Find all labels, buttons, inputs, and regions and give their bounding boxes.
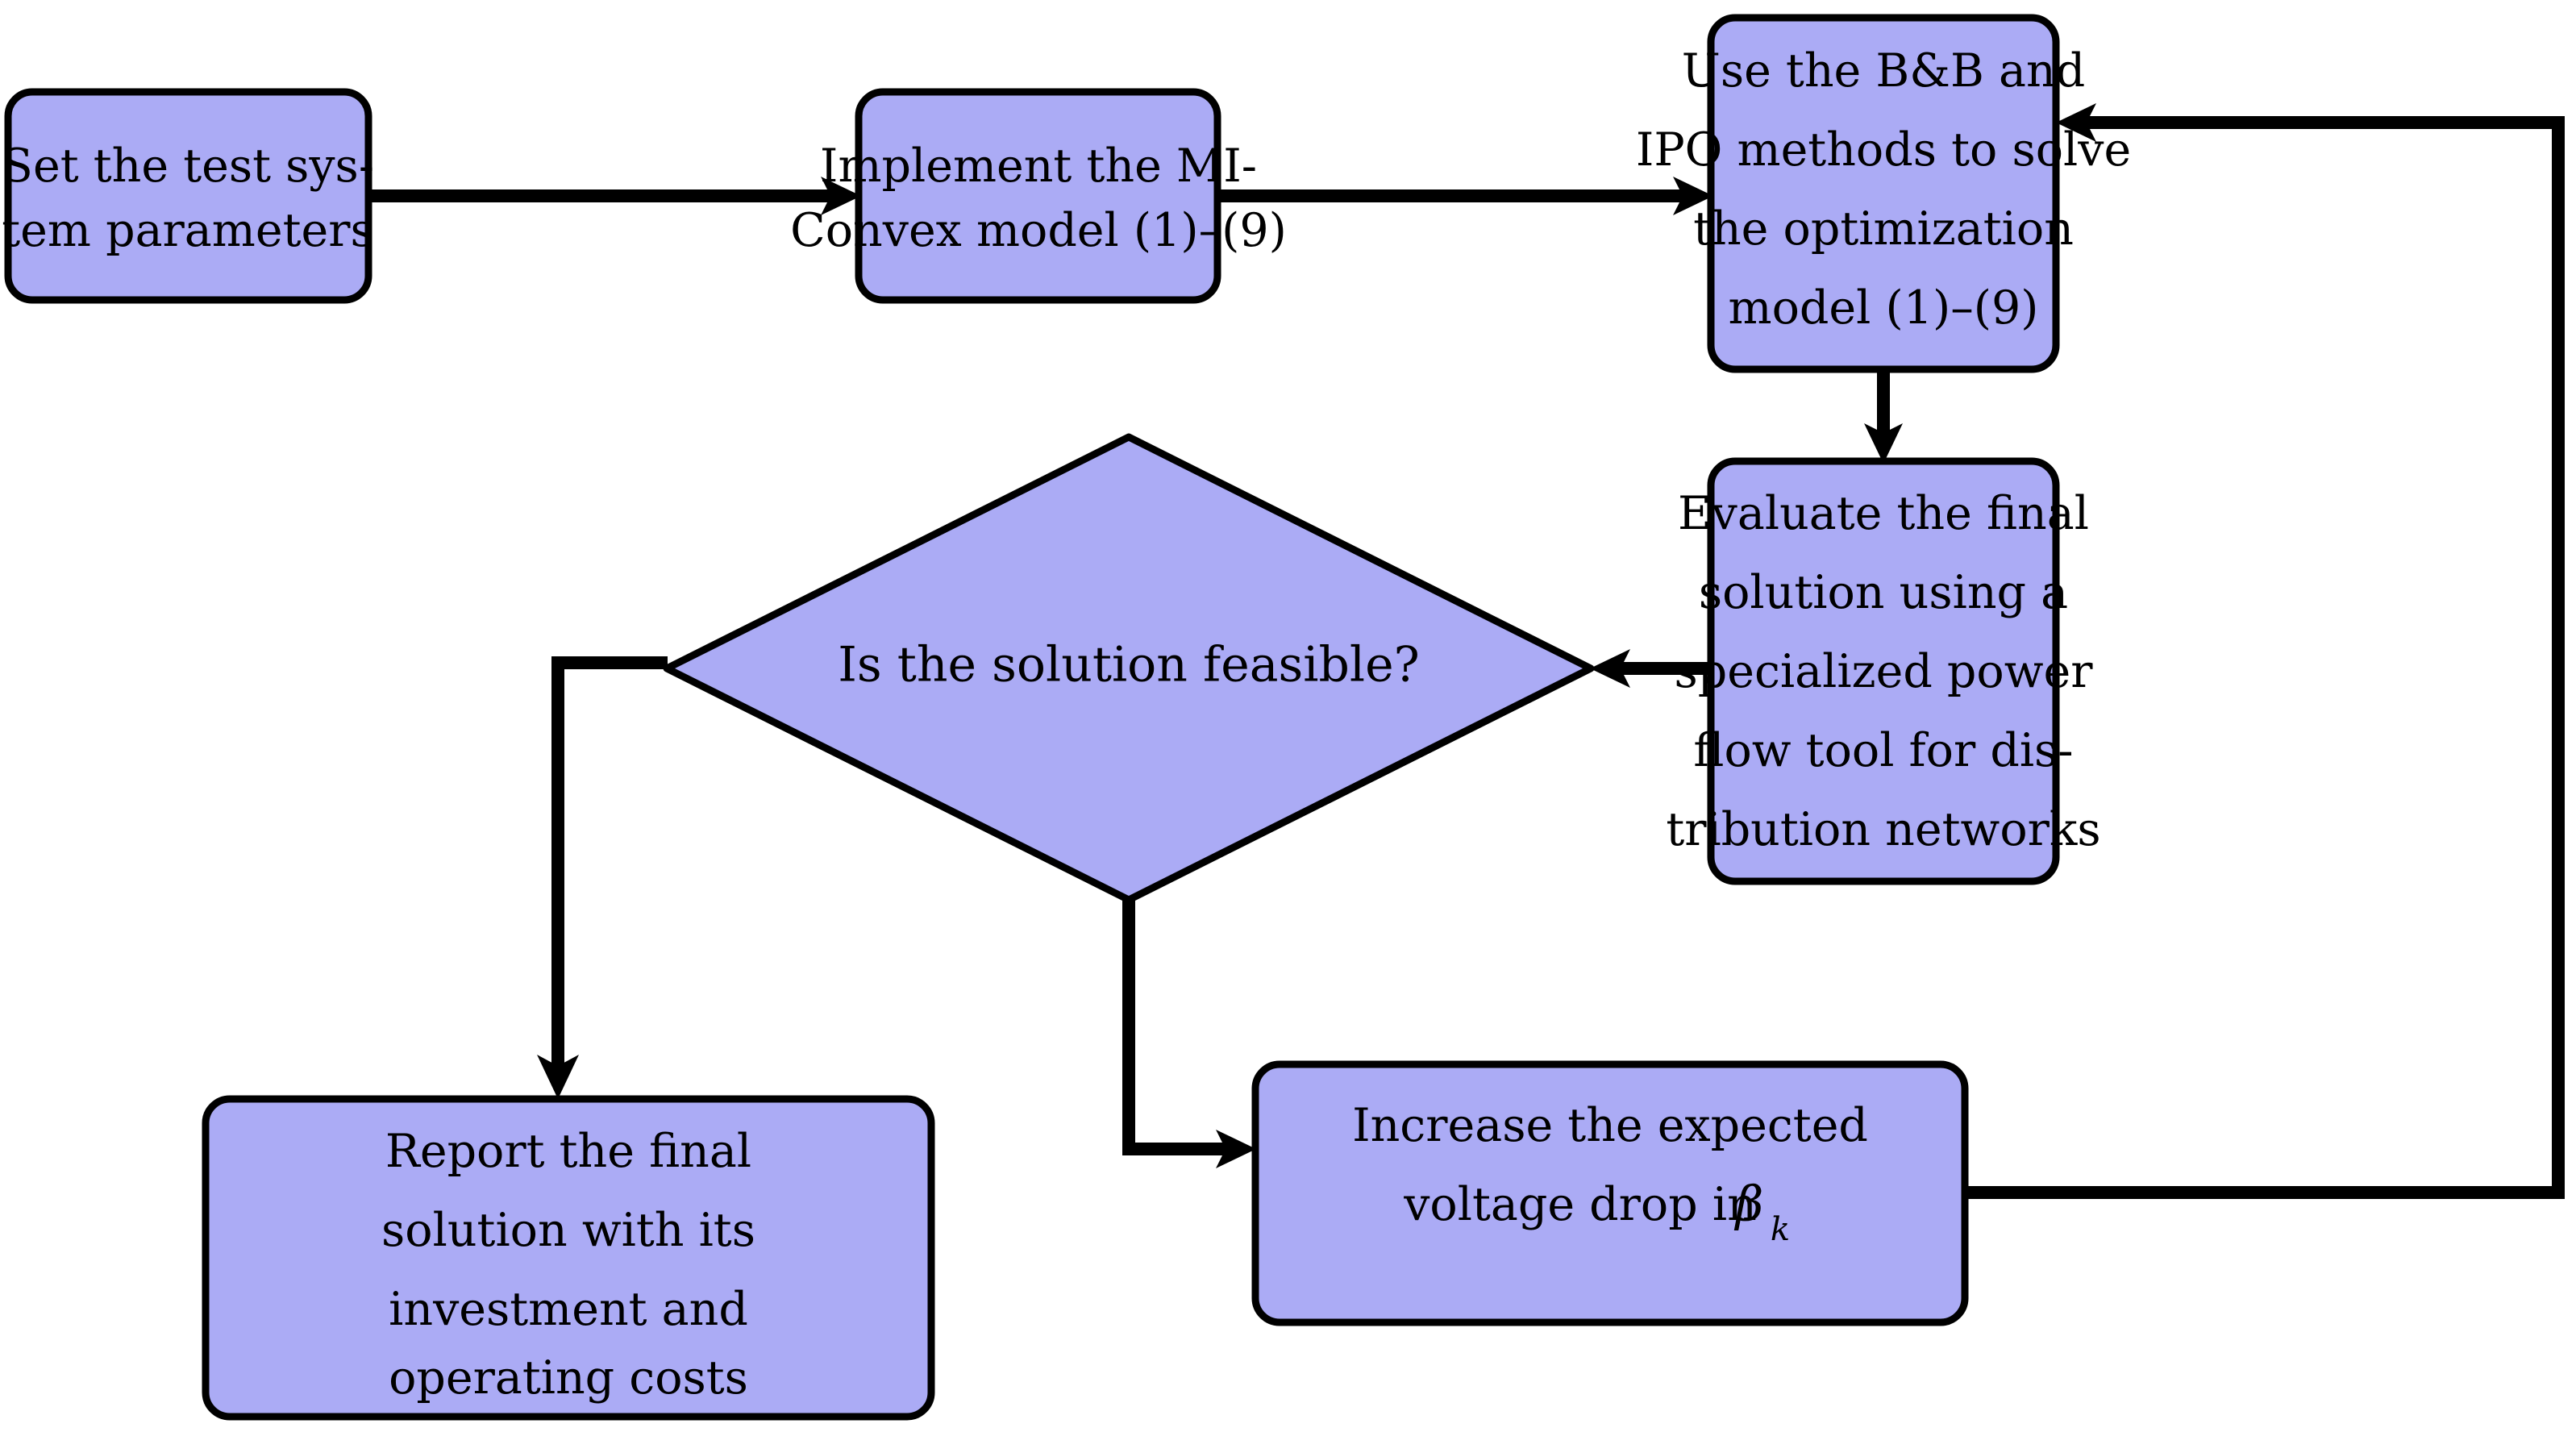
node-report-solution[interactable]: Report the final solution with its inves… [202, 1095, 935, 1421]
node-implement-model-line-1: Implement the MI- [820, 139, 1257, 193]
node-increase-voltage-drop[interactable]: Increase the expected voltage drop in β … [1251, 1060, 1969, 1326]
edge-evaluate-to-decision [1590, 649, 1711, 688]
node-evaluate-solution[interactable]: Evaluate the final solution using a spec… [1666, 457, 2101, 885]
node-evaluate-solution-line-1: Evaluate the final [1678, 487, 2089, 540]
node-solve-model-line-2: IPO methods to solve [1636, 123, 2131, 177]
node-increase-voltage-drop-line-1: Increase the expected [1352, 1099, 1868, 1152]
node-report-solution-line-1: Report the final [385, 1125, 751, 1178]
node-set-parameters-line-1: Set the test sys- [2, 139, 374, 193]
edge-decision-to-increase [1122, 895, 1256, 1168]
node-solve-model-line-3: the optimization [1693, 202, 2074, 256]
node-report-solution-line-2: solution with its [381, 1204, 755, 1257]
node-set-parameters[interactable]: Set the test sys- tem parameters [2, 88, 374, 304]
node-solve-model-line-4: model (1)–(9) [1729, 281, 2039, 335]
node-solve-model-line-1: Use the B&B and [1682, 44, 2085, 98]
edge-set-to-implement [368, 177, 861, 215]
node-increase-voltage-drop-line-2: voltage drop in β k [1403, 1176, 1790, 1248]
node-evaluate-solution-line-5: tribution networks [1666, 803, 2100, 856]
node-report-solution-line-4: operating costs [389, 1351, 748, 1405]
beta-subscript-k: k [1771, 1211, 1790, 1248]
beta-symbol: β [1734, 1176, 1764, 1233]
node-increase-voltage-drop-line-2-text: voltage drop in [1403, 1178, 1757, 1231]
node-implement-model[interactable]: Implement the MI- Convex model (1)–(9) [790, 88, 1287, 304]
edge-decision-to-report [537, 656, 668, 1099]
node-report-solution-line-3: investment and [389, 1283, 748, 1336]
node-evaluate-solution-line-3: specialized power [1674, 645, 2093, 698]
edge-increase-to-solve [1965, 103, 2565, 1199]
node-solve-model[interactable]: Use the B&B and IPO methods to solve the… [1636, 14, 2131, 373]
node-set-parameters-line-2: tem parameters [2, 204, 373, 257]
edge-solve-to-evaluate [1864, 369, 1903, 464]
node-evaluate-solution-line-2: solution using a [1699, 566, 2068, 619]
node-evaluate-solution-line-4: flow tool for dis- [1693, 724, 2073, 777]
node-is-feasible-label: Is the solution feasible? [838, 637, 1420, 693]
node-implement-model-line-2: Convex model (1)–(9) [790, 204, 1287, 257]
node-is-feasible[interactable]: Is the solution feasible? [663, 433, 1595, 904]
edge-implement-to-solve [1217, 177, 1713, 215]
